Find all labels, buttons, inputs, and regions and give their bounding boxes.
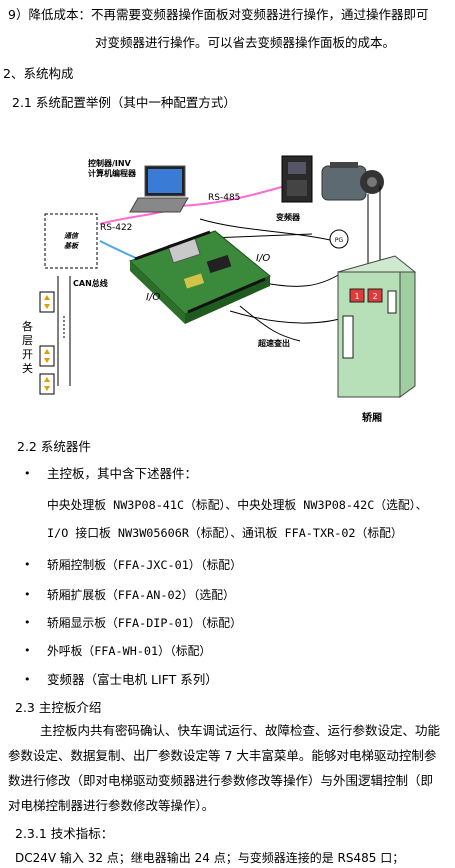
floor-switch-3-icon [39, 373, 55, 395]
inverter-icon [281, 155, 313, 203]
comm-board-box [44, 213, 98, 269]
comm-board-label-2: 基板 [64, 241, 80, 250]
paragraph-2-3-line-3: 数进行修改（即对电梯驱动变频器进行参数修改等操作）与外围逻辑控制（即 [8, 773, 434, 788]
paragraph-2-3-line-4: 对电梯控制器进行参数修改等操作）。 [8, 798, 215, 813]
component-item-1-sub-1: 中央处理板 NW3P08-41C（标配）、中央处理板 NW3P08-42C（选配… [47, 498, 428, 512]
rs422-label: RS-422 [100, 223, 132, 233]
spec-line: DC24V 输入 32 点；继电器输出 24 点；与变频器连接的是 RS485 … [15, 851, 405, 865]
motor-icon [321, 162, 384, 201]
floor-label-1: 各 [22, 319, 33, 333]
io-label-top: I/O [256, 253, 270, 264]
component-item-1: 主控板，其中含下述器件： [47, 466, 198, 481]
cabin-button-2-label: 2 [372, 292, 377, 301]
laptop-label-2: 计算机编程器 [88, 168, 137, 178]
paragraph-2-3-line-2: 参数设定、数据复制、出厂参数设定等 7 大丰富菜单。能够对电梯驱动控制参 [8, 748, 437, 763]
cabin-button-1-label: 1 [354, 292, 359, 301]
bullet-6: • [24, 673, 31, 686]
overspeed-label: 超速查出 [257, 338, 290, 348]
section-2-3-1-heading: 2.3.1 技术指标： [15, 826, 114, 841]
bullet-4: • [24, 616, 31, 629]
floor-switch-1-icon [39, 291, 55, 313]
rs485-label: RS-485 [208, 193, 240, 203]
system-configuration-diagram: 控制器/INV 计算机编程器 RS-485 RS-422 变频器 PG 通信 基… [22, 155, 417, 424]
arrow-line [209, 233, 313, 239]
bullet-1: • [24, 467, 31, 480]
component-item-1-sub-2: I/O 接口板 NW3W05606R（标配）、通讯板 FFA-TXR-02（标配… [47, 526, 403, 540]
bullet-5: • [24, 644, 31, 657]
component-item-5: 外呼板（FFA-WH-01）（标配） [47, 644, 212, 658]
comm-board-label-1: 通信 [64, 231, 79, 240]
io-label-bottom: I/O [146, 292, 160, 303]
component-item-3: 轿厢扩展板（FFA-AN-02）（选配） [47, 588, 235, 602]
rs485-cable [179, 185, 286, 207]
paragraph-9-line-2: 对变频器进行操作。可以省去变频器操作面板的成本。 [95, 35, 396, 50]
inverter-label: 变频器 [276, 212, 301, 222]
floor-label-3: 开 [22, 348, 33, 361]
cabin-label: 轿厢 [362, 411, 382, 424]
section-2-3-heading: 2.3 主控板介绍 [15, 700, 102, 715]
paragraph-9-line-1: 9）降低成本：不再需要变频器操作面板对变频器进行操作，通过操作器即可 [8, 7, 429, 22]
pg-label: PG [335, 237, 344, 244]
section-2-1-heading: 2.1 系统配置举例（其中一种配置方式） [12, 95, 236, 110]
floor-label-2: 层 [22, 334, 33, 347]
section-2-heading: 2、系统构成 [3, 66, 74, 81]
bullet-3: • [24, 588, 31, 601]
laptop-icon [129, 165, 189, 213]
main-control-board-icon [129, 230, 271, 324]
elevator-cabin-icon [336, 255, 417, 398]
paragraph-2-3-line-1: 主控板内共有密码确认、快车调试运行、故障检查、运行参数设定、功能 [40, 723, 441, 738]
floor-label-4: 关 [22, 361, 33, 375]
component-item-2: 轿厢控制板（FFA-JXC-01）（标配） [47, 558, 242, 572]
component-item-4: 轿厢显示板（FFA-DIP-01）（标配） [47, 616, 242, 630]
overspeed-line [239, 305, 301, 342]
component-item-6: 变频器（富士电机 LIFT 系列） [47, 672, 218, 687]
bullet-2: • [24, 558, 31, 571]
pg-cable [199, 218, 331, 241]
can-bus-label: CAN总线 [73, 278, 108, 288]
floor-switch-2-icon [39, 345, 55, 367]
section-2-2-heading: 2.2 系统器件 [17, 439, 91, 454]
pg-encoder-icon [329, 229, 349, 249]
laptop-label-1: 控制器/INV [88, 158, 132, 168]
